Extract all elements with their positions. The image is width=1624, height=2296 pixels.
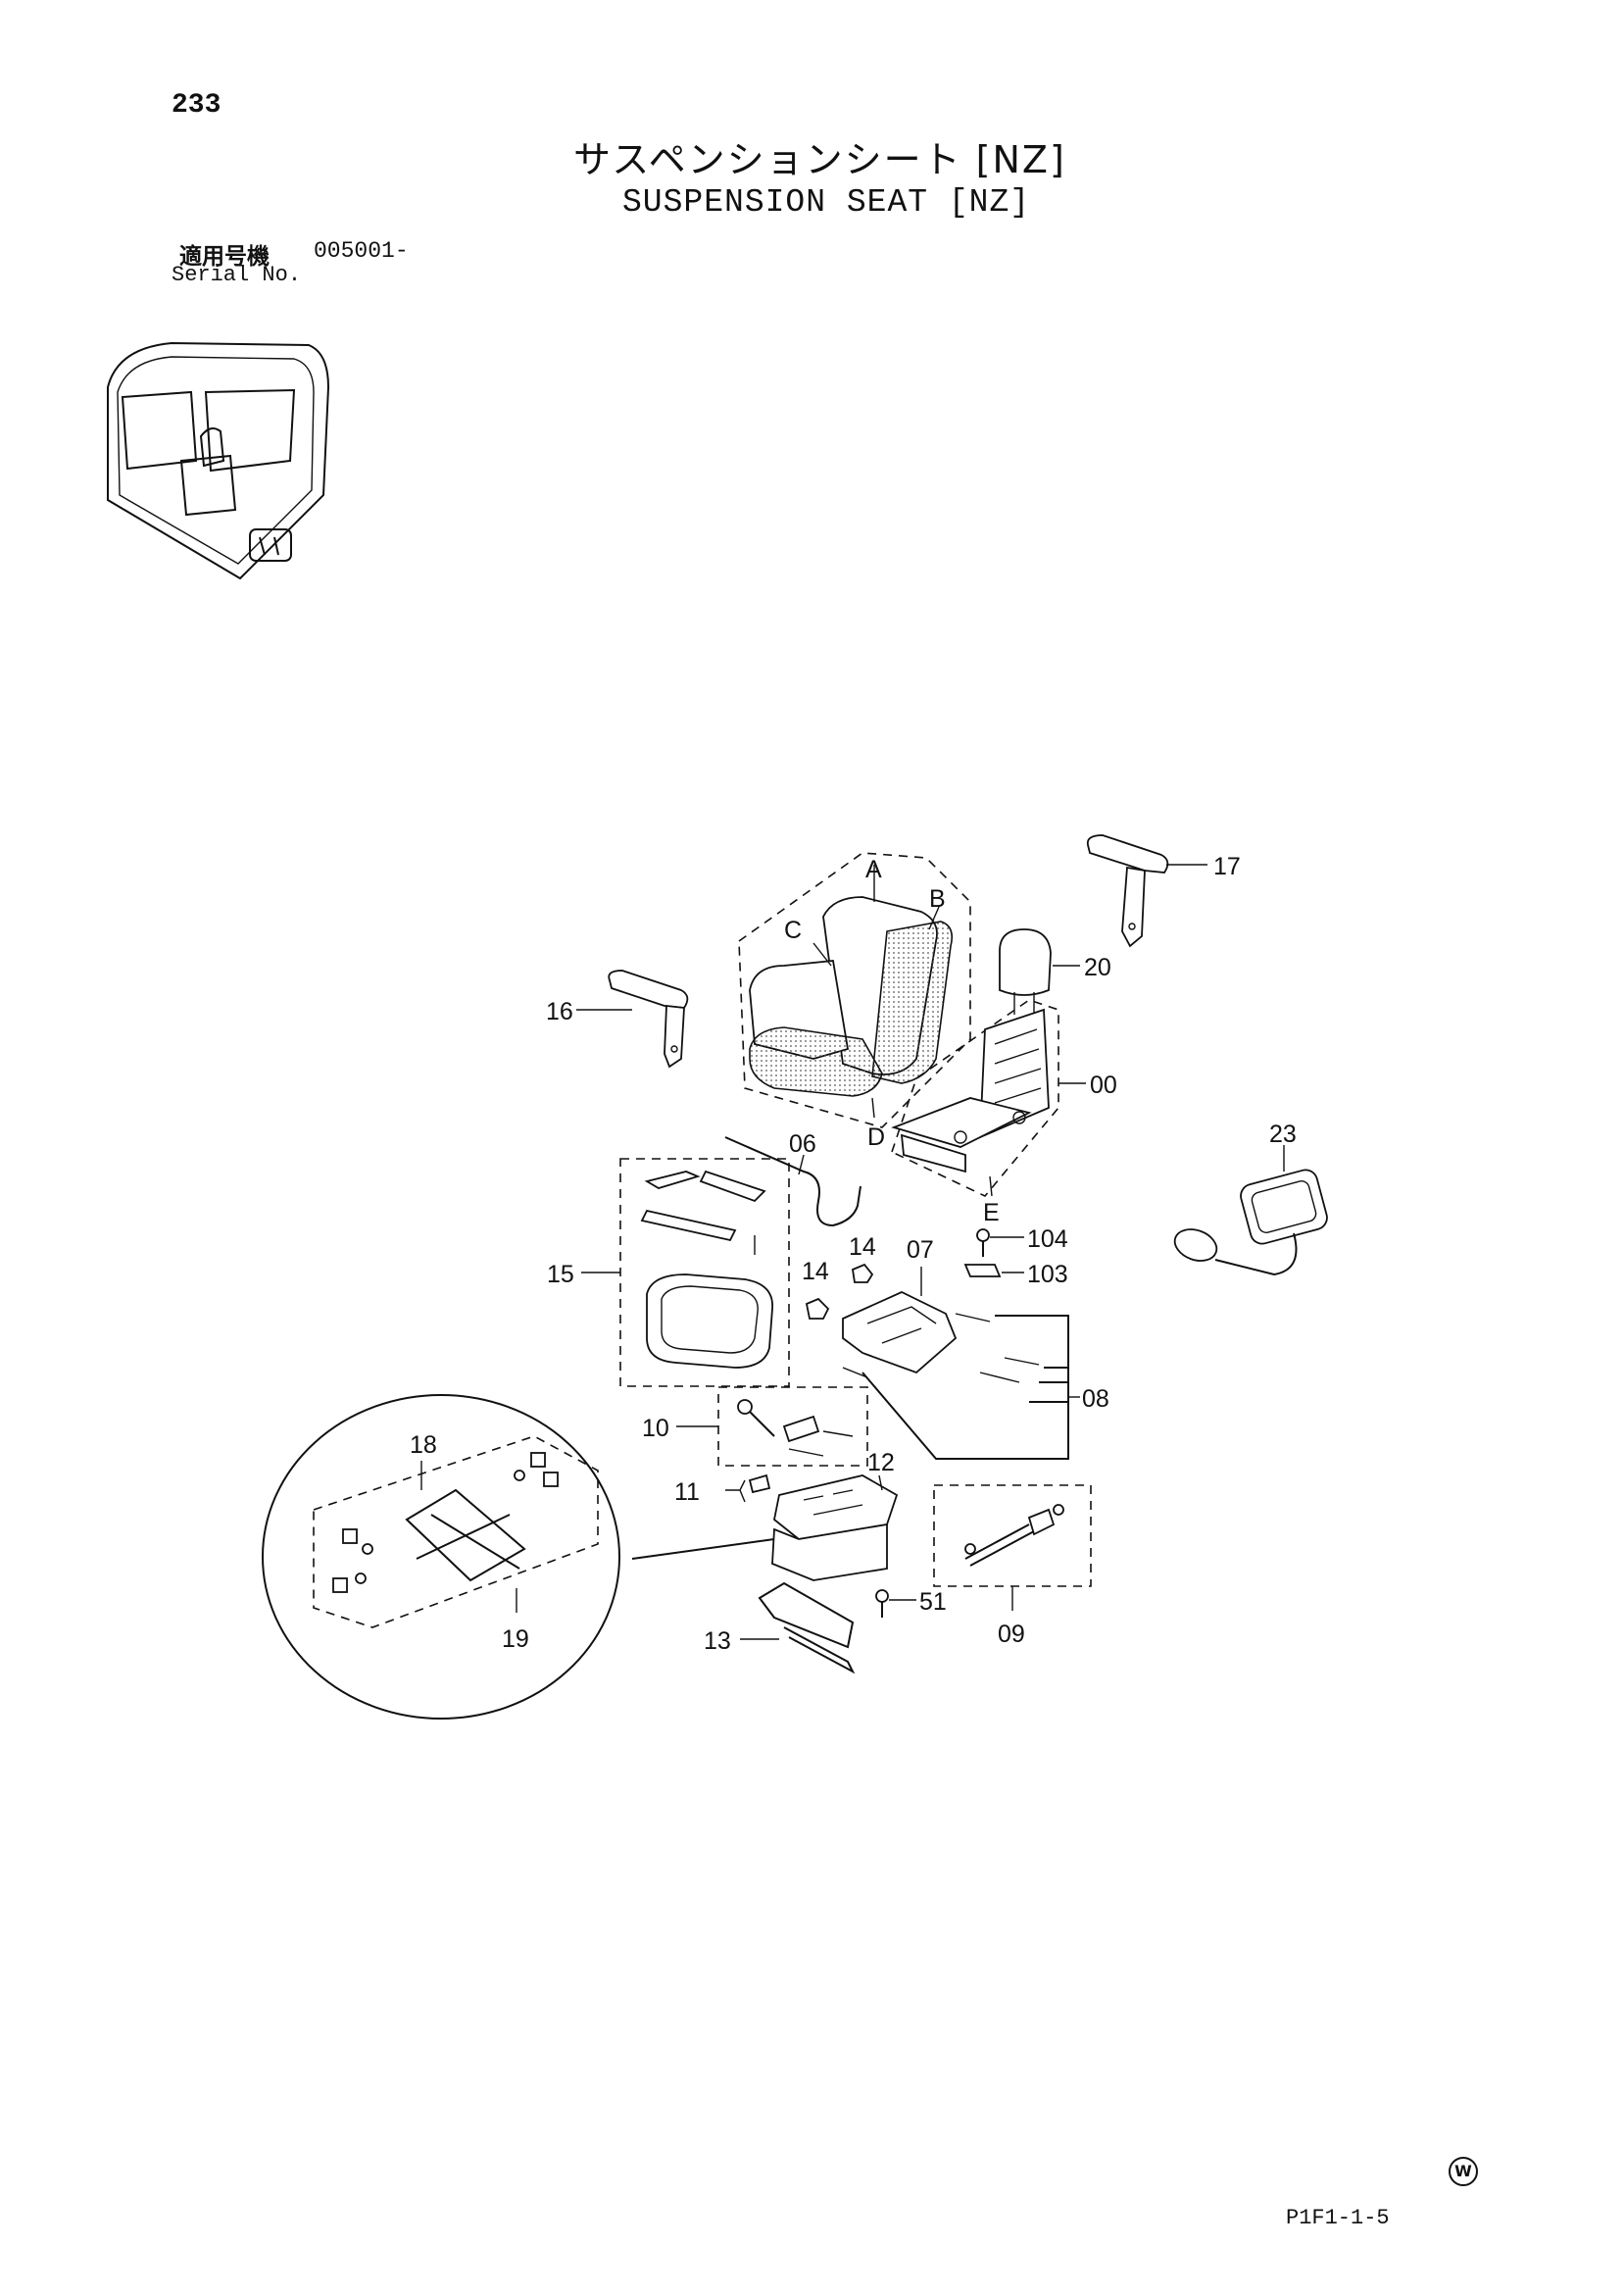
- callout-20: 20: [1084, 954, 1111, 981]
- label-b: B: [929, 885, 946, 913]
- label-c: C: [784, 917, 802, 944]
- part-seat-cushions: [738, 852, 971, 1128]
- label-d: D: [867, 1123, 885, 1151]
- part-bolt-104: [976, 1228, 1024, 1257]
- part-suspension-housing-07: [842, 1267, 958, 1374]
- part-cap-14: [805, 1263, 874, 1320]
- part-adjuster-kit-10: [676, 1386, 868, 1467]
- callout-51: 51: [919, 1588, 947, 1616]
- callout-12: 12: [867, 1449, 895, 1476]
- callout-23: 23: [1269, 1121, 1297, 1148]
- page-number: 233: [172, 90, 221, 121]
- callout-19: 19: [502, 1625, 529, 1653]
- serial-number-value: 005001-: [314, 238, 409, 264]
- callout-07: 07: [907, 1236, 934, 1264]
- detail-circle-scissor-linkage: [262, 1394, 620, 1720]
- part-headrest-20: [999, 928, 1080, 1015]
- callout-14-left: 14: [802, 1258, 829, 1285]
- part-bracket-103: [963, 1264, 1024, 1277]
- part-lever-13: [740, 1581, 856, 1674]
- callout-13: 13: [704, 1627, 731, 1655]
- callout-17: 17: [1213, 853, 1241, 880]
- part-slide-rail-kit-15: [581, 1158, 790, 1387]
- callout-06: 06: [789, 1130, 816, 1158]
- part-bolt-51: [875, 1589, 916, 1618]
- cab-locator-illustration: [107, 341, 330, 580]
- callout-10: 10: [642, 1415, 669, 1442]
- part-lumbar-pump-23: [1173, 1145, 1328, 1276]
- label-a: A: [865, 856, 882, 883]
- callout-09: 09: [998, 1621, 1025, 1648]
- part-shock-absorber-kit-09: [933, 1484, 1092, 1611]
- part-armrest-16: [576, 970, 689, 1069]
- part-springs-08: [842, 1313, 1080, 1460]
- callout-11: 11: [674, 1478, 700, 1506]
- part-armrest-17: [1086, 834, 1207, 948]
- callout-16: 16: [546, 998, 573, 1025]
- callout-00: 00: [1090, 1072, 1117, 1099]
- part-clip-11: [725, 1473, 771, 1503]
- callout-103: 103: [1027, 1261, 1068, 1288]
- callout-18: 18: [410, 1431, 437, 1459]
- callout-14-right: 14: [849, 1233, 876, 1261]
- part-cable-06: [724, 1136, 861, 1227]
- manufacturer-mark: W: [1449, 2157, 1478, 2186]
- footer-page-code: P1F1-1-5: [1286, 2206, 1390, 2230]
- callout-104: 104: [1027, 1225, 1068, 1253]
- callout-08: 08: [1082, 1385, 1109, 1413]
- part-suspension-base-12: [771, 1474, 899, 1581]
- serial-label-english: Serial No.: [172, 263, 302, 287]
- detail-arrow: [631, 1538, 775, 1560]
- part-seat-frame-00: [891, 999, 1086, 1197]
- serial-label-japanese: 適用号機: [179, 244, 270, 270]
- label-e: E: [983, 1199, 1000, 1226]
- callout-15: 15: [547, 1261, 574, 1288]
- page-title-japanese: サスペンションシート [NZ]: [573, 138, 1066, 181]
- page-title-english: SUSPENSION SEAT [NZ]: [622, 184, 1031, 221]
